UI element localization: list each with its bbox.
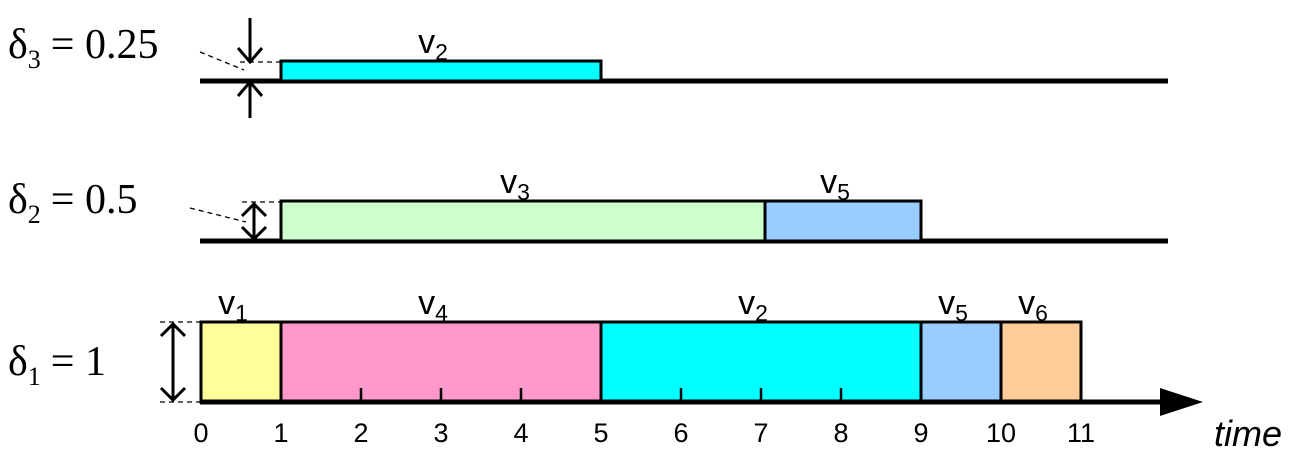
block-v5 xyxy=(919,320,1003,404)
block-v3-label: v3 xyxy=(500,163,530,205)
row-delta3: v2 δ3= 0.25 xyxy=(8,18,1168,118)
block-v4-label: v4 xyxy=(418,284,448,326)
tick-label-4: 4 xyxy=(513,418,528,448)
tick-label-1: 1 xyxy=(273,418,288,448)
tick-label-5: 5 xyxy=(593,418,608,448)
row-delta2-leader-line xyxy=(189,207,247,223)
tick-label-2: 2 xyxy=(353,418,368,448)
block-v1 xyxy=(199,320,283,404)
block-v3 xyxy=(279,199,767,243)
block-v2-label: v2 xyxy=(418,23,448,65)
row-delta2-blocks: v3 v5 xyxy=(279,163,923,243)
row-delta2-label: δ2= 0.5 xyxy=(8,177,137,229)
tick-label-10: 10 xyxy=(986,418,1016,448)
row-delta3-height-arrow xyxy=(236,18,264,118)
tick-label-3: 3 xyxy=(433,418,448,448)
tick-label-0: 0 xyxy=(193,418,208,448)
row-delta3-blocks: v2 xyxy=(279,23,603,83)
block-v2 xyxy=(279,59,603,83)
row-delta1-blocks: v1 v4 v2 v5 v6 xyxy=(199,284,1083,404)
tick-label-9: 9 xyxy=(913,418,928,448)
time-axis-arrowhead xyxy=(1160,388,1203,416)
row-delta2: v3 v5 δ2= 0.5 xyxy=(8,163,1168,244)
tick-label-7: 7 xyxy=(753,418,768,448)
row-delta1-label: δ1= 1 xyxy=(8,339,106,391)
block-v6-label: v6 xyxy=(1018,284,1048,326)
time-axis-label: time xyxy=(1214,413,1282,454)
row-delta1-height-arrow xyxy=(159,321,187,403)
block-v1-label: v1 xyxy=(218,284,248,326)
time-axis: 0 1 2 3 4 5 6 7 8 9 10 11 time xyxy=(193,388,1282,454)
tick-label-8: 8 xyxy=(833,418,848,448)
row-delta1: v1 v4 v2 v5 v6 δ1= 1 xyxy=(8,284,1083,404)
time-axis-ticks: 0 1 2 3 4 5 6 7 8 9 10 11 xyxy=(193,388,1095,448)
block-v5-label: v5 xyxy=(938,284,968,326)
tick-label-6: 6 xyxy=(673,418,688,448)
block-v2-label: v2 xyxy=(738,284,768,326)
block-v5 xyxy=(763,199,923,243)
tick-label-11: 11 xyxy=(1067,418,1095,448)
row-delta2-height-arrow xyxy=(240,201,268,242)
row-delta3-leader-line xyxy=(199,51,245,71)
block-v5-label: v5 xyxy=(820,163,850,205)
row-delta3-label: δ3= 0.25 xyxy=(8,22,158,74)
block-v6 xyxy=(999,320,1083,404)
